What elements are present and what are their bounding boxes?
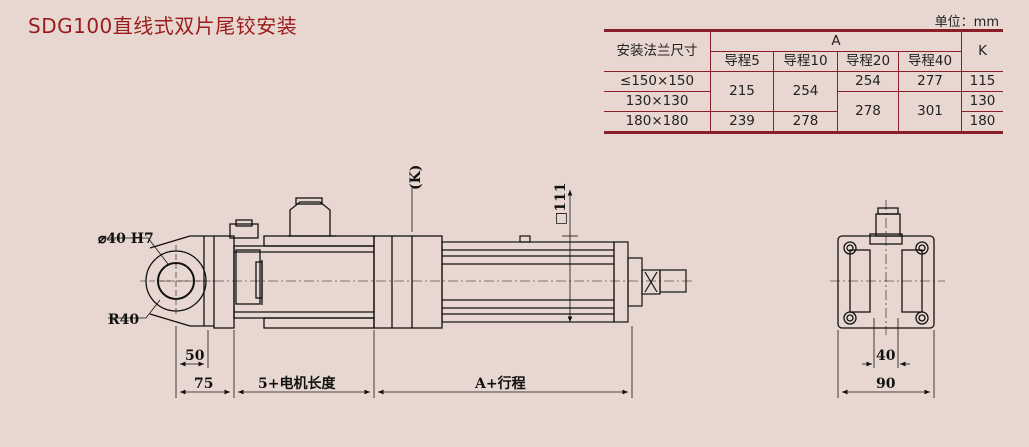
motor-housing [213, 197, 375, 329]
dim-40: 40 [876, 348, 896, 364]
end-view [830, 200, 945, 335]
dimension-lines [98, 188, 935, 398]
table-cell: 254 [837, 71, 899, 92]
table-cell: 239 [710, 111, 774, 133]
table-row-label: 130×130 [604, 91, 711, 112]
unit-label: 单位：mm [934, 15, 999, 30]
bore-label: ⌀40 H7 [98, 231, 154, 247]
dim-50: 50 [185, 348, 205, 364]
radius-label: R40 [108, 312, 139, 328]
flange [373, 235, 443, 329]
table-cell: 277 [898, 71, 962, 92]
k-label: (K) [408, 165, 424, 190]
table-subheader-lead40: 导程40 [898, 51, 962, 72]
stroke-length-label: A+行程 [474, 375, 526, 392]
table-subheader-lead20: 导程20 [837, 51, 899, 72]
table-row-label: 180×180 [604, 111, 711, 133]
table-cell: 301 [898, 91, 962, 133]
dim-75: 75 [194, 376, 213, 392]
square-label: □111 [553, 183, 569, 225]
actuator-tube [160, 235, 695, 323]
motor-length-label: 5+电机长度 [258, 375, 336, 392]
table-cell: 180 [961, 111, 1003, 133]
rear-clevis [140, 235, 214, 327]
table-cell: 278 [837, 91, 899, 133]
spec-table: 安装法兰尺寸 A K 导程5 导程10 导程20 导程40 ≤150×150 2… [604, 29, 1003, 134]
dim-90: 90 [876, 376, 896, 392]
table-cell: 278 [773, 111, 838, 133]
page-title: SDG100直线式双片尾铰安装 [28, 14, 298, 38]
